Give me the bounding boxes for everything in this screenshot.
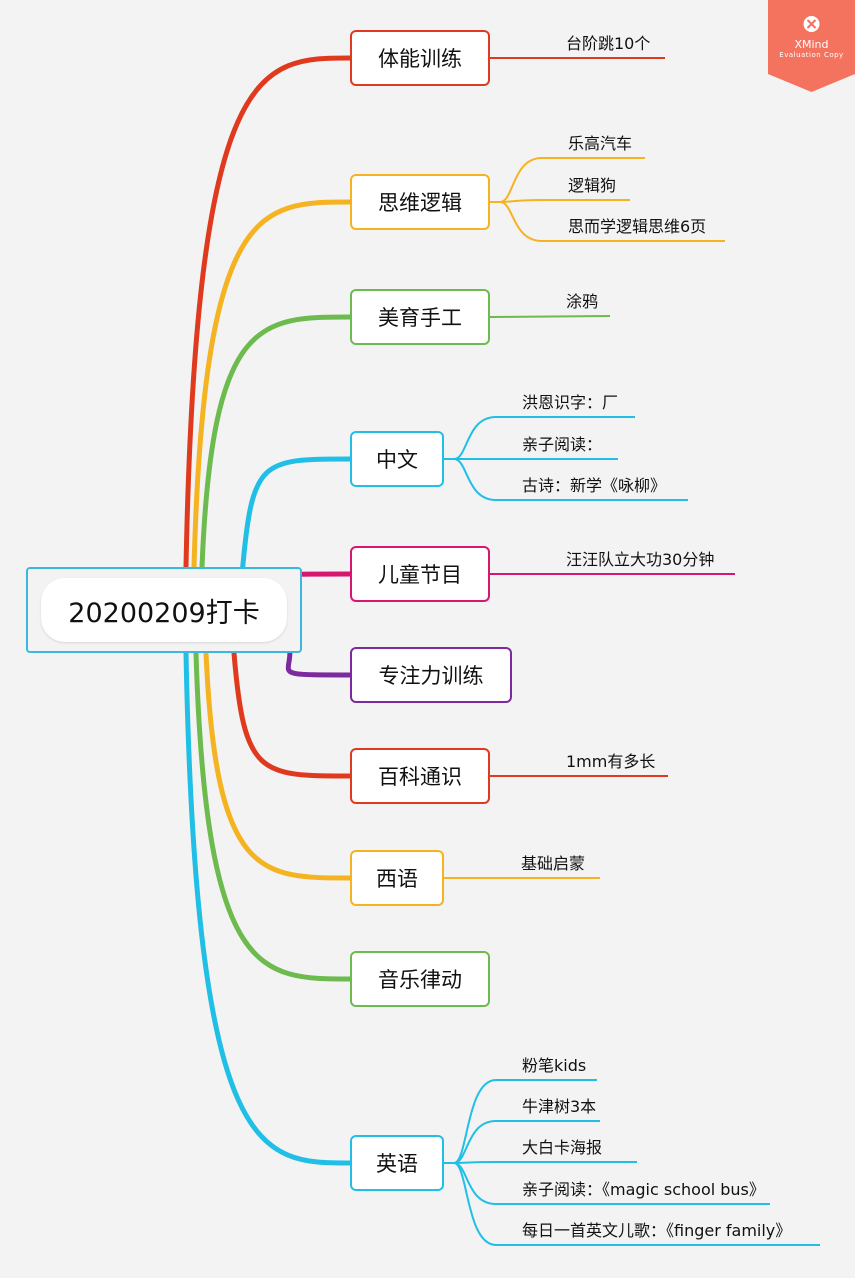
subtopic-line-zhongwen-2	[453, 458, 688, 501]
topic-baike[interactable]: 百科通识	[350, 748, 490, 804]
branch-yingyu	[183, 650, 353, 1166]
topic-xiyu[interactable]: 西语	[350, 850, 444, 906]
topic-meiyu[interactable]: 美育手工	[350, 289, 490, 345]
branch-yinyue	[193, 650, 353, 982]
topic-zhuanzhu[interactable]: 专注力训练	[350, 647, 512, 703]
subtopic-line-siwei-0	[499, 157, 645, 203]
subtopic-zhongwen-0[interactable]: 洪恩识字：厂	[522, 393, 619, 412]
subtopic-ertong-0[interactable]: 汪汪队立大功30分钟	[566, 550, 715, 569]
topic-tineng[interactable]: 体能训练	[350, 30, 490, 86]
subtopic-line-siwei-2	[499, 201, 725, 242]
subtopic-line-siwei-1	[499, 199, 630, 203]
subtopic-yingyu-0[interactable]: 粉笔kids	[522, 1056, 587, 1075]
topic-yinyue[interactable]: 音乐律动	[350, 951, 490, 1007]
branch-xiyu	[203, 650, 353, 881]
subtopic-yingyu-3[interactable]: 亲子阅读：《magic school bus》	[522, 1180, 765, 1199]
branch-tineng	[183, 55, 353, 570]
topic-yingyu[interactable]: 英语	[350, 1135, 444, 1191]
subtopic-baike-0[interactable]: 1mm有多长	[566, 752, 656, 771]
subtopic-tineng-0[interactable]: 台阶跳10个	[566, 34, 651, 53]
subtopic-siwei-2[interactable]: 思而学逻辑思维6页	[568, 217, 707, 236]
root-topic-label: 20200209打卡	[41, 578, 287, 642]
subtopic-siwei-1[interactable]: 逻辑狗	[568, 176, 617, 195]
subtopic-zhongwen-2[interactable]: 古诗：新学《咏柳》	[522, 476, 667, 495]
subtopic-yingyu-1[interactable]: 牛津树3本	[522, 1097, 597, 1116]
subtopic-yingyu-2[interactable]: 大白卡海报	[522, 1138, 603, 1157]
root-topic[interactable]: 20200209打卡	[26, 567, 302, 653]
subtopic-zhongwen-1[interactable]: 亲子阅读：	[522, 435, 603, 454]
topic-ertong[interactable]: 儿童节目	[350, 546, 490, 602]
branch-zhongwen	[239, 456, 353, 578]
branch-baike	[231, 650, 353, 779]
watermark-brand: XMind	[794, 38, 829, 51]
subtopic-yingyu-4[interactable]: 每日一首英文儿歌：《finger family》	[522, 1221, 792, 1240]
branch-meiyu	[199, 314, 353, 570]
subtopic-siwei-0[interactable]: 乐高汽车	[568, 134, 633, 153]
subtopic-line-yingyu-0	[453, 1079, 597, 1164]
subtopic-line-meiyu-0	[489, 315, 611, 318]
branch-siwei	[191, 199, 353, 570]
watermark-badge: XMind Evaluation Copy	[768, 0, 855, 92]
watermark-subtitle: Evaluation Copy	[779, 51, 844, 59]
subtopic-meiyu-0[interactable]: 涂鸦	[566, 292, 599, 311]
badge-shape	[768, 0, 855, 92]
subtopic-line-zhongwen-0	[453, 416, 635, 460]
subtopic-xiyu-0[interactable]: 基础启蒙	[521, 854, 586, 873]
subtopic-line-yingyu-4	[453, 1162, 820, 1246]
topic-zhongwen[interactable]: 中文	[350, 431, 444, 487]
topic-siwei[interactable]: 思维逻辑	[350, 174, 490, 230]
subtopic-line-yingyu-1	[453, 1120, 600, 1164]
subtopic-line-yingyu-2	[453, 1161, 637, 1164]
